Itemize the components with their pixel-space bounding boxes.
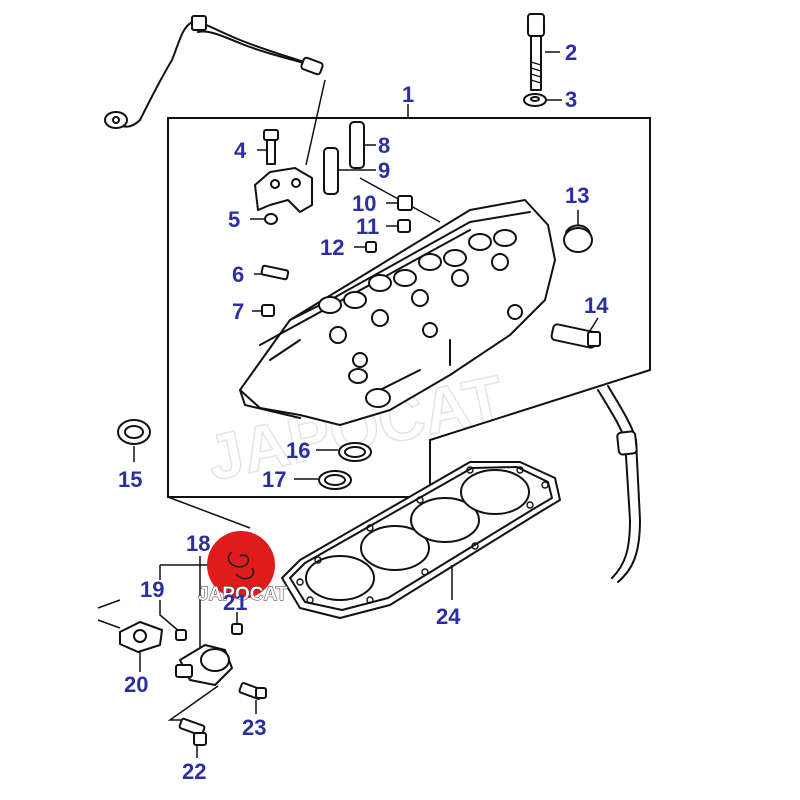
sleeve-9 <box>323 147 339 195</box>
callout-7: 7 <box>232 299 244 324</box>
head-gasket <box>281 461 561 619</box>
leader-20c <box>97 619 121 629</box>
callout-12: 12 <box>320 235 344 260</box>
callout-4: 4 <box>234 138 247 163</box>
seal-17 <box>318 470 352 490</box>
bolt-19 <box>175 629 187 641</box>
japocat-logo: JAPOCAT <box>198 531 288 605</box>
temperature-sensor <box>550 323 601 349</box>
oil-pipe <box>104 15 324 129</box>
cylinder-bore-1 <box>305 555 375 601</box>
leader-22-bar <box>167 685 219 721</box>
callout-24: 24 <box>436 604 461 629</box>
logo-text: JAPOCAT <box>198 584 288 605</box>
callout-23: 23 <box>242 715 266 740</box>
washer <box>523 93 547 107</box>
valve-bores <box>329 253 523 368</box>
callout-18: 18 <box>186 531 210 556</box>
callout-17: 17 <box>262 467 286 492</box>
callout-13: 13 <box>565 183 589 208</box>
cylinder-bore-3 <box>410 497 480 543</box>
logo-emblem-icon <box>227 551 255 580</box>
stud-6 <box>260 264 290 281</box>
leader-group-link <box>167 496 251 529</box>
thermostat-housing <box>175 644 233 686</box>
callout-11: 11 <box>356 214 379 239</box>
bolt-4 <box>263 129 279 165</box>
leader-14 <box>587 317 599 335</box>
nut-7 <box>261 304 275 317</box>
callout-labels: 1 2 3 4 5 6 7 8 9 10 11 12 13 14 15 16 1… <box>118 40 609 784</box>
expansion-plug <box>563 224 593 253</box>
callout-9: 9 <box>378 158 390 183</box>
fitting-11 <box>397 219 411 233</box>
sleeve-8 <box>349 121 365 169</box>
callout-10: 10 <box>352 191 376 216</box>
bracket <box>254 167 313 225</box>
nut-12 <box>365 241 377 253</box>
leader-20b <box>97 599 121 609</box>
callout-20: 20 <box>124 672 148 697</box>
callout-8: 8 <box>378 133 390 158</box>
callout-22: 22 <box>182 759 206 784</box>
callout-3: 3 <box>565 87 577 112</box>
callout-16: 16 <box>286 438 310 463</box>
seal-16 <box>338 442 372 462</box>
logo-red-circle <box>207 531 275 599</box>
cam-lobes <box>318 229 517 314</box>
callout-15: 15 <box>118 467 142 492</box>
sensor-hose <box>597 385 641 583</box>
callout-19: 19 <box>140 577 164 602</box>
bolt-23 <box>238 682 267 700</box>
callout-6: 6 <box>232 262 244 287</box>
nut-21 <box>231 623 243 635</box>
fitting-10 <box>397 195 413 211</box>
leader-19 <box>159 600 181 633</box>
cylinder-bore-2 <box>360 525 430 571</box>
callout-2: 2 <box>565 40 577 65</box>
cylinder-head <box>239 199 556 426</box>
oil-seal-15 <box>117 419 151 445</box>
callout-21: 21 <box>223 590 247 615</box>
bolt-22 <box>178 717 207 746</box>
leader-pipe <box>305 79 326 166</box>
callout-5: 5 <box>228 207 240 232</box>
callout-14: 14 <box>584 293 609 318</box>
callout-1: 1 <box>402 82 414 107</box>
long-bolt <box>527 13 545 91</box>
gasket-20 <box>119 621 163 653</box>
cylinder-bore-4 <box>460 469 530 515</box>
